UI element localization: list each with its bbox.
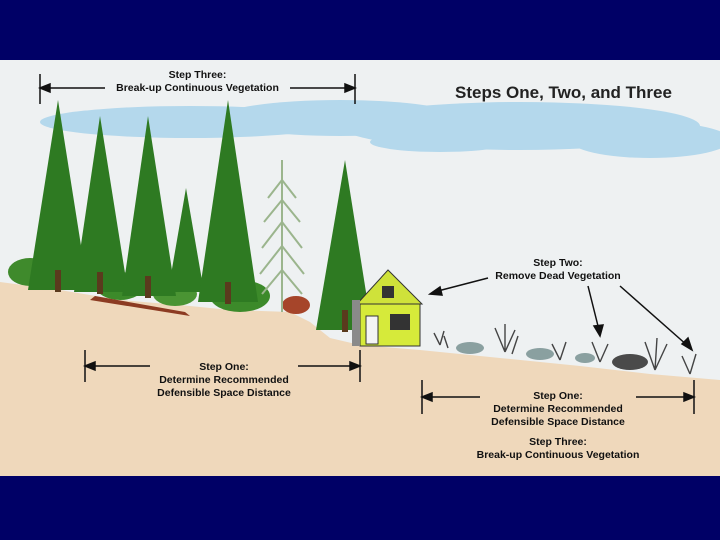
label-line: Break-up Continuous Vegetation — [100, 82, 295, 95]
label-line: Remove Dead Vegetation — [478, 270, 638, 283]
diagram-title: Steps One, Two, and Three — [455, 83, 672, 103]
label-line: Step Two: — [478, 257, 638, 270]
label-line: Determine Recommended — [474, 403, 642, 416]
label-step-three-top: Step Three: Break-up Continuous Vegetati… — [100, 69, 295, 95]
label-step-one-right: Step One: Determine Recommended Defensib… — [474, 390, 642, 429]
label-line: Defensible Space Distance — [140, 387, 308, 400]
label-step-one-left: Step One: Determine Recommended Defensib… — [140, 361, 308, 400]
top-frame-band — [0, 0, 720, 60]
label-line: Determine Recommended — [140, 374, 308, 387]
label-line: Step Three: — [100, 69, 295, 82]
label-line: Defensible Space Distance — [474, 416, 642, 429]
bottom-frame-band — [0, 476, 720, 540]
label-step-three-bottom: Step Three: Break-up Continuous Vegetati… — [460, 436, 656, 462]
label-line: Step One: — [474, 390, 642, 403]
label-line: Step One: — [140, 361, 308, 374]
label-step-two: Step Two: Remove Dead Vegetation — [478, 257, 638, 283]
label-line: Break-up Continuous Vegetation — [460, 449, 656, 462]
label-line: Step Three: — [460, 436, 656, 449]
